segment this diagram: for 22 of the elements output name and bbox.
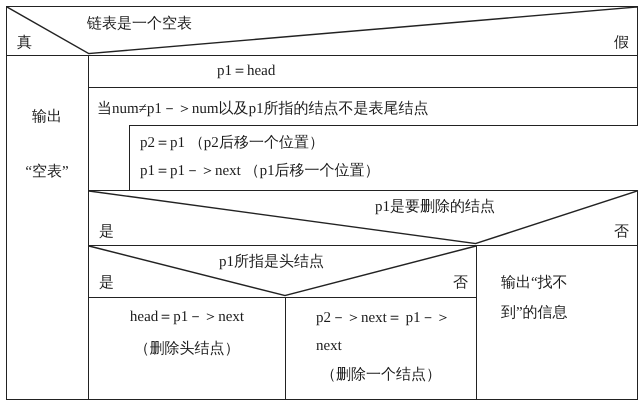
box-text: p2－＞next＝ p1－＞next [316,309,452,356]
box-text: 输出 “空表” [24,108,70,182]
box-text: （删除头结点） [134,340,240,359]
yes-branch-label: 真 [17,34,32,53]
box-text: p2＝p1 （p2后移一个位置） [140,134,324,153]
yes-branch-label: 是 [99,223,114,242]
condition-text: p1所指是头结点 [219,252,324,272]
box-text: head＝p1－＞next [128,308,246,327]
condition-text: p1是要删除的结点 [375,198,495,217]
box-text: 当num≠p1－＞num以及p1所指的结点不是表尾结点 [97,100,429,119]
box-text: 输出“找不到”的信息 [501,274,569,323]
box-text: （删除一个结点） [320,366,442,385]
no-branch-label: 假 [614,34,629,53]
condition-text: 链表是一个空表 [87,14,192,34]
box-text: p1＝p1－＞next （p1后移一个位置） [140,162,380,181]
no-branch-label: 否 [614,223,629,242]
yes-branch-label: 是 [99,274,114,293]
box-text: p1＝head [217,62,276,81]
no-branch-label: 否 [453,274,468,293]
process-box [476,245,638,400]
process-box [6,55,89,400]
process-box [129,125,638,192]
